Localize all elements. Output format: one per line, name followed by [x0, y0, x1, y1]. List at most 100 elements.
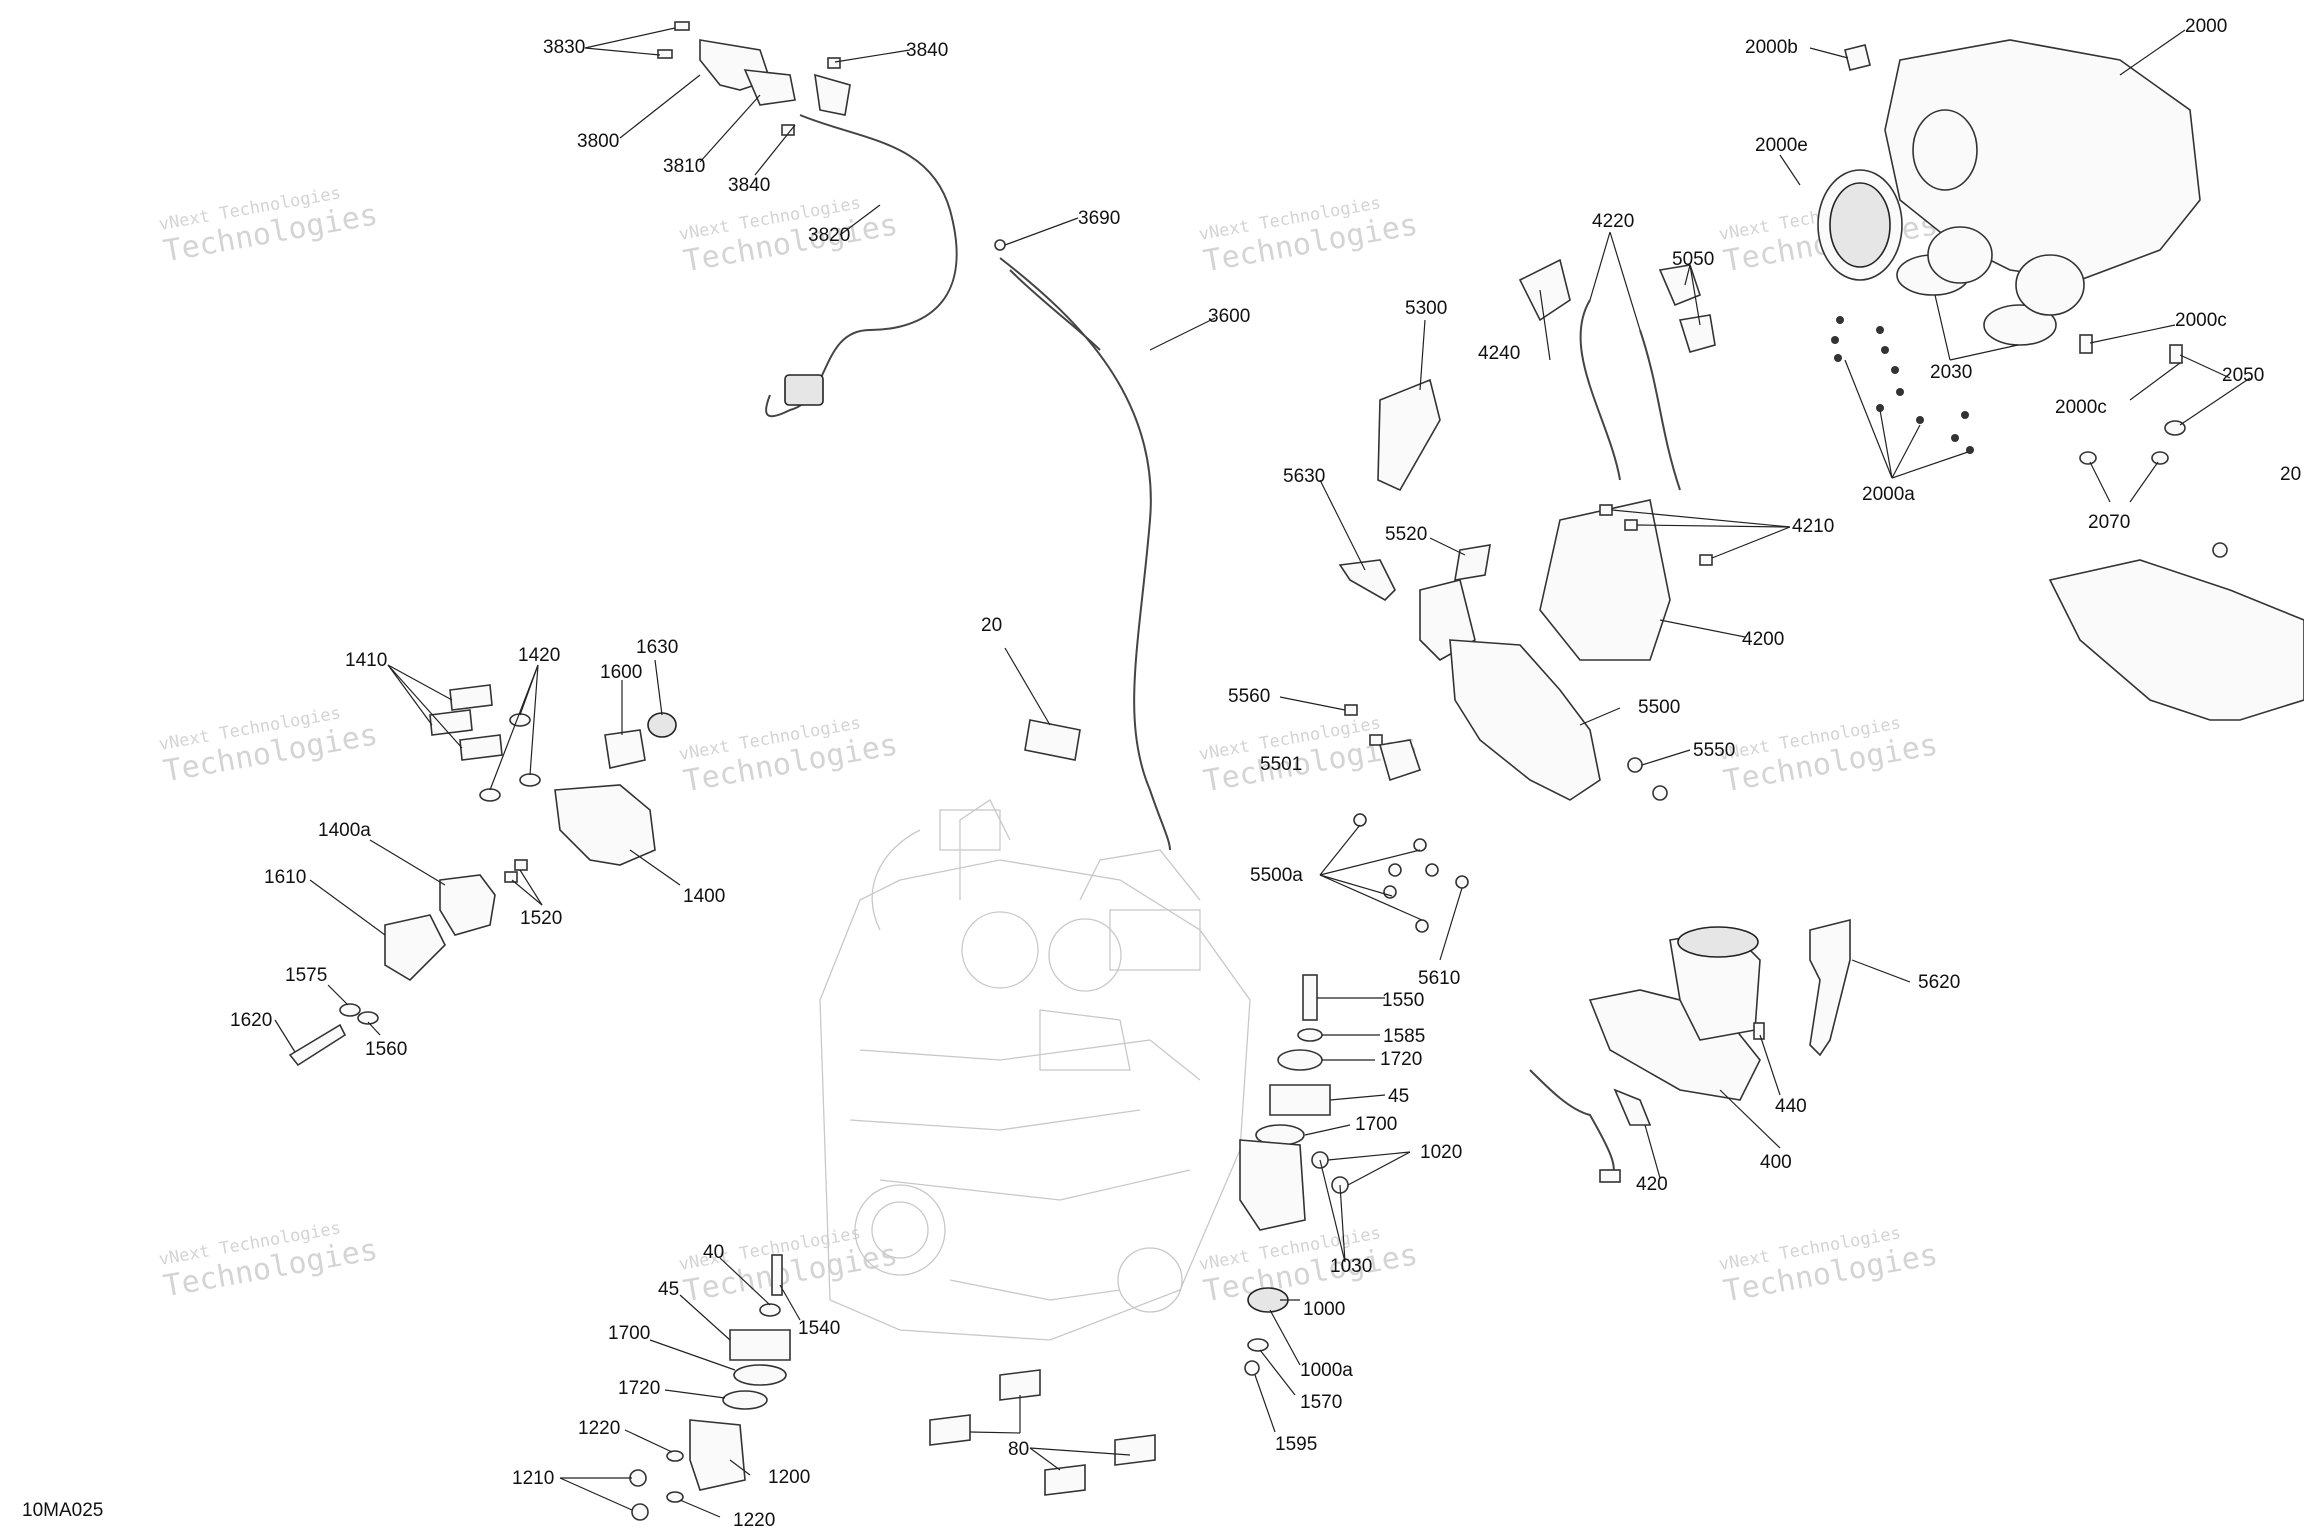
sensor-2000c: [2079, 334, 2093, 354]
washer-1585: [1297, 1028, 1323, 1042]
callout-2000a: 2000a: [1862, 484, 1915, 505]
washer-1575: [339, 1003, 361, 1017]
throttle-cable-group: [994, 239, 1171, 851]
screw-3840: [781, 124, 795, 136]
callout-5500a: 5500a: [1250, 865, 1303, 886]
callout-1720-rear: 1720: [618, 1378, 660, 1399]
airbox-2000: [1884, 39, 2201, 281]
callout-1030: 1030: [1330, 1256, 1372, 1277]
nut-5500a: [1388, 863, 1402, 877]
bolt-1410: [459, 734, 503, 761]
leader-lines: [274, 27, 2251, 1518]
callout-1700: 1700: [1355, 1114, 1397, 1135]
screw-5610: [1455, 875, 1469, 889]
callout-1000a: 1000a: [1300, 1360, 1353, 1381]
plug-group-80: [929, 1369, 1156, 1496]
bolt-1550: [1302, 974, 1318, 1021]
wire-4220: [1639, 329, 1681, 491]
screw-5550: [1627, 757, 1643, 773]
mount-1400a: [439, 874, 496, 936]
callout-4210: 4210: [1792, 516, 1834, 537]
mount-bracket-1400: [554, 784, 656, 866]
washer-1220: [666, 1491, 684, 1503]
callout-20-right: 20: [2280, 464, 2301, 485]
screw-4210: [1699, 554, 1713, 566]
diagram-code: 10MA025: [22, 1500, 104, 1521]
nut-5500a: [1425, 863, 1439, 877]
ring-1700: [733, 1364, 787, 1386]
screw-3830: [657, 49, 673, 59]
callout-1410: 1410: [345, 650, 387, 671]
washer-1420: [479, 788, 501, 802]
washer-1220: [666, 1450, 684, 1462]
engine-block: [819, 799, 1251, 1341]
clamp-2030: [1983, 304, 2057, 346]
clip-3840: [814, 73, 851, 116]
callout-1620: 1620: [230, 1010, 272, 1031]
clip-3690: [994, 239, 1006, 251]
duct-2000: [1927, 226, 1993, 284]
electrical-group: [1338, 258, 1716, 933]
callout-1020: 1020: [1420, 1142, 1462, 1163]
callout-1610: 1610: [264, 867, 306, 888]
callout-440: 440: [1775, 1096, 1807, 1117]
seal-2000e-inner: [1829, 182, 1891, 268]
callout-45: 45: [1388, 1086, 1409, 1107]
callout-4220: 4220: [1592, 211, 1634, 232]
watermark: vNext Technologies Technologies: [157, 703, 380, 789]
nut-2000b: [1844, 44, 1871, 71]
screw-4210: [1624, 519, 1638, 531]
callout-1595: 1595: [1275, 1434, 1317, 1455]
callout-5610: 5610: [1418, 968, 1460, 989]
watermark: vNext Technologies Technologies: [157, 183, 380, 269]
hose-5630: [1338, 559, 1396, 601]
washer-1560: [357, 1011, 379, 1025]
sensor-bracket-group: [657, 21, 958, 418]
callout-3810: 3810: [663, 156, 705, 177]
watermark: vNext Technologies Technologies: [1717, 1223, 1940, 1309]
cap-5050: [1658, 264, 1701, 307]
callout-40: 40: [703, 1242, 724, 1263]
watermark: vNext Technologies Technologies: [1717, 713, 1940, 799]
callout-5630: 5630: [1283, 466, 1325, 487]
callout-3830: 3830: [543, 37, 585, 58]
watermark: vNext Technologies Technologies: [1197, 1223, 1420, 1309]
damper-1720: [722, 1390, 768, 1410]
callout-2000c: 2000c: [2055, 397, 2107, 418]
callout-1550: 1550: [1382, 990, 1424, 1011]
callout-3600: 3600: [1208, 306, 1250, 327]
plug-2070: [2079, 451, 2097, 465]
throttle-bore: [1677, 926, 1759, 958]
duct-2000: [2015, 254, 2085, 316]
callout-3820: 3820: [808, 225, 850, 246]
plug-80: [1044, 1464, 1086, 1496]
callout-3840: 3840: [728, 175, 770, 196]
cable-3600: [999, 257, 1171, 851]
callout-420: 420: [1636, 1174, 1668, 1195]
callout-2000b: 2000b: [1745, 37, 1798, 58]
callout-1000: 1000: [1303, 1299, 1345, 1320]
watermark: vNext Technologies Technologies: [677, 1223, 900, 1309]
callout-3800: 3800: [577, 131, 619, 152]
callout-5550: 5550: [1693, 740, 1735, 761]
front-mount-group: [1239, 974, 1349, 1376]
nut-1520: [514, 859, 528, 871]
callout-4200: 4200: [1742, 629, 1784, 650]
nut-5500a: [1353, 813, 1367, 827]
sensor-2000c: [2169, 344, 2183, 364]
callout-5560: 5560: [1228, 686, 1270, 707]
callout-1540: 1540: [798, 1318, 840, 1339]
callout-20: 20: [981, 615, 1002, 636]
washer-1570: [1247, 1338, 1269, 1352]
callout-2050: 2050: [2222, 365, 2264, 386]
damper-1720: [1277, 1049, 1323, 1071]
callout-1560: 1560: [365, 1039, 407, 1060]
bracket-1200: [689, 1419, 746, 1491]
washer-40: [759, 1303, 781, 1317]
watermark: vNext Technologies Technologies: [1197, 193, 1420, 279]
airbox-port: [1912, 109, 1978, 191]
screw-3830: [674, 21, 690, 31]
bolt-1620: [288, 1023, 347, 1067]
callout-2030: 2030: [1930, 362, 1972, 383]
